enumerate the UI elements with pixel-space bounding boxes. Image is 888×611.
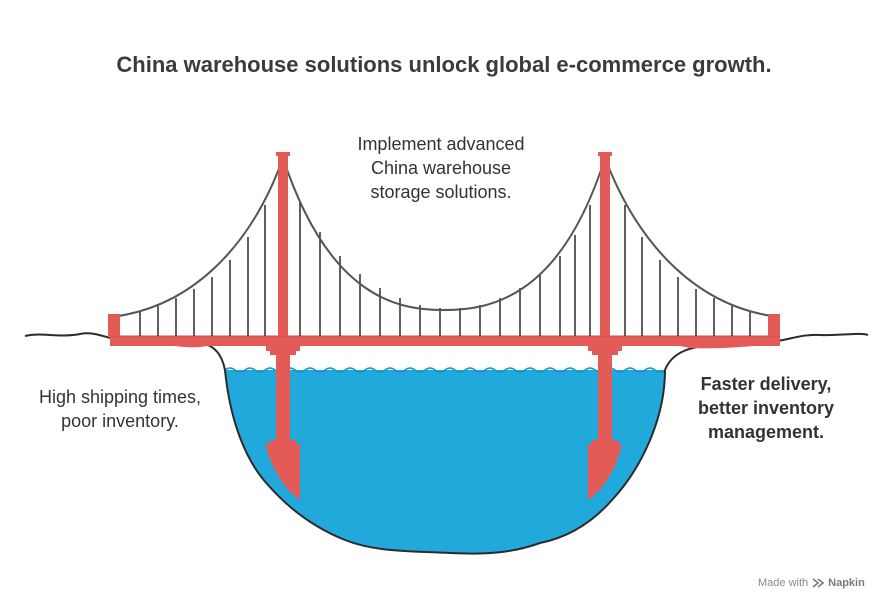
right-anchorage xyxy=(768,314,780,336)
footer-brand: Napkin xyxy=(828,577,865,589)
footer-prefix: Made with xyxy=(758,577,809,589)
page-title: China warehouse solutions unlock global … xyxy=(116,52,772,77)
center-label: Implement advanced China warehouse stora… xyxy=(316,132,566,204)
left-label-line-2: poor inventory. xyxy=(61,411,179,431)
main-cable xyxy=(117,154,773,317)
right-label-line-2: better inventory xyxy=(697,398,835,418)
right-label-line-3: management. xyxy=(707,422,825,442)
left-label-line-1: High shipping times, xyxy=(38,387,202,407)
bridge-deck xyxy=(110,336,780,346)
water-basin xyxy=(225,370,665,554)
footer-credit: Made with Napkin xyxy=(758,577,865,589)
water-surface xyxy=(224,367,666,373)
center-label-line-2: China warehouse xyxy=(370,158,512,178)
left-tower xyxy=(265,152,300,500)
left-label: High shipping times, poor inventory. xyxy=(20,385,220,433)
right-tower xyxy=(588,152,622,500)
hangers xyxy=(139,202,751,336)
right-label: Faster delivery, better inventory manage… xyxy=(676,372,856,444)
center-label-line-3: storage solutions. xyxy=(370,182,512,202)
right-label-line-1: Faster delivery, xyxy=(700,374,832,394)
center-label-line-1: Implement advanced xyxy=(357,134,525,154)
napkin-logo-icon xyxy=(812,578,825,588)
left-anchorage xyxy=(108,314,120,336)
